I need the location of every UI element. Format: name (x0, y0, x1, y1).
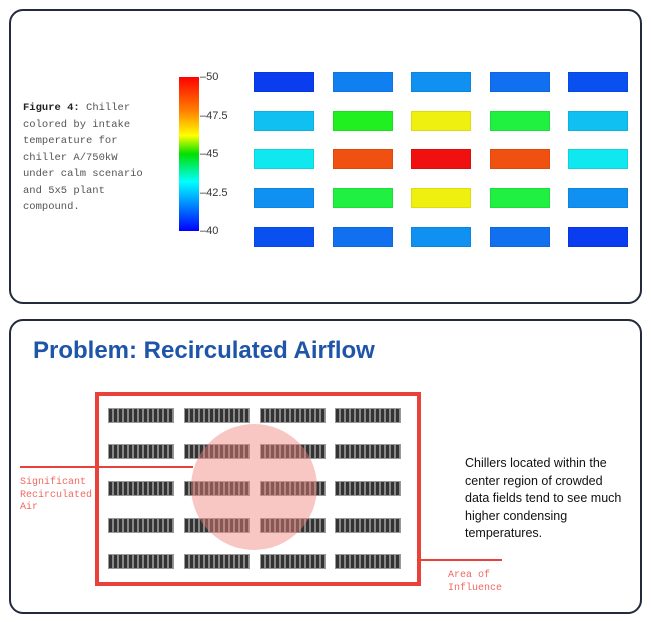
recirc-label: Significant Recirculated Air (20, 477, 93, 513)
chiller-unit (108, 554, 174, 569)
colorbar (179, 77, 199, 231)
chiller-cell (254, 227, 314, 247)
area-label: Area of Influence (448, 570, 503, 594)
figure-caption-text: Chiller colored by intake temperature fo… (23, 102, 143, 213)
chiller-cell (568, 188, 628, 208)
chiller-cell (568, 149, 628, 169)
recirculation-circle (191, 424, 317, 550)
chiller-unit (335, 408, 401, 423)
chiller-unit (335, 444, 401, 459)
chiller-cell (254, 149, 314, 169)
colorbar-tick: –47.5 (200, 109, 228, 122)
figure-label: Figure 4: (23, 102, 80, 114)
chiller-cell (490, 149, 550, 169)
chiller-unit (184, 444, 250, 459)
chiller-unit (260, 481, 326, 496)
chiller-cell (568, 111, 628, 131)
chiller-cell (411, 111, 471, 131)
chiller-unit (184, 408, 250, 423)
chiller-unit (335, 518, 401, 533)
problem-title: Problem: Recirculated Airflow (33, 337, 375, 364)
chiller-cell (411, 149, 471, 169)
chiller-unit (184, 481, 250, 496)
problem-description: Chillers located within the center regio… (465, 456, 622, 540)
chiller-cell (490, 188, 550, 208)
chiller-unit (335, 554, 401, 569)
chiller-unit (108, 444, 174, 459)
chiller-cell (254, 111, 314, 131)
chiller-cell (490, 227, 550, 247)
colorbar-tick: –40 (200, 225, 219, 237)
chiller-cell (333, 188, 393, 208)
chiller-unit (260, 444, 326, 459)
chiller-unit (260, 554, 326, 569)
chiller-unit (108, 481, 174, 496)
chiller-cell (568, 227, 628, 247)
chiller-cell (411, 188, 471, 208)
chiller-cell (568, 72, 628, 92)
figure-caption: Figure 4: Chiller colored by intake temp… (23, 100, 153, 216)
chiller-cell (254, 72, 314, 92)
chiller-cell (490, 72, 550, 92)
chiller-cell (411, 72, 471, 92)
chiller-cell (333, 149, 393, 169)
chiller-cell (333, 72, 393, 92)
chiller-unit (184, 518, 250, 533)
chiller-unit (260, 518, 326, 533)
colorbar-tick: –42.5 (200, 186, 228, 199)
chiller-unit (335, 481, 401, 496)
area-pointer-line (417, 559, 502, 561)
chiller-unit (108, 518, 174, 533)
area-of-influence-box (95, 392, 421, 586)
recirc-pointer-line (20, 466, 193, 468)
chiller-cell (333, 111, 393, 131)
colorbar-tick: –45 (200, 148, 219, 160)
chiller-cell (411, 227, 471, 247)
chiller-cell (254, 188, 314, 208)
chiller-unit (108, 408, 174, 423)
chiller-cell (490, 111, 550, 131)
colorbar-tick: –50 (200, 71, 219, 83)
chiller-unit (184, 554, 250, 569)
chiller-cell (333, 227, 393, 247)
chiller-unit (260, 408, 326, 423)
